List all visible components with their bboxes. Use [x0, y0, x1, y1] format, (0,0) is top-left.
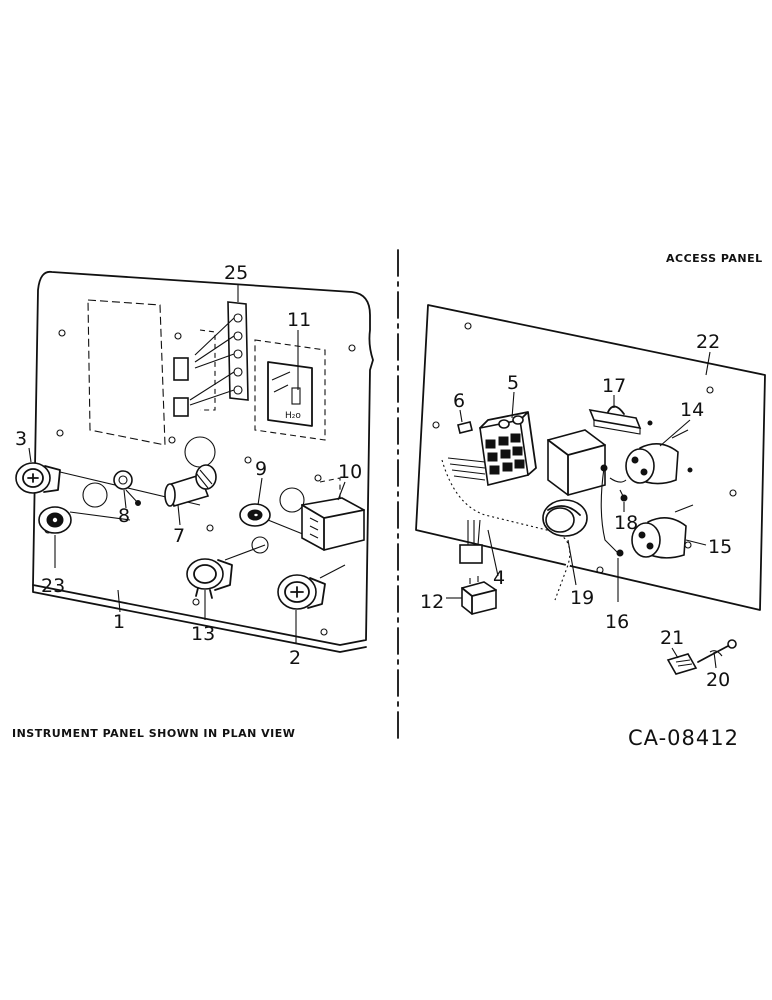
callout-4: 4 — [493, 567, 505, 589]
callout-22: 22 — [696, 331, 720, 353]
callout-8: 8 — [118, 505, 130, 527]
leader-lines — [28, 284, 717, 669]
callout-21: 21 — [660, 627, 684, 649]
gauge-13 — [186, 544, 266, 599]
callout-17: 17 — [602, 375, 626, 397]
callout-14: 14 — [680, 399, 704, 421]
fuse-holder — [666, 639, 737, 675]
callout-10: 10 — [338, 461, 362, 483]
callout-20: 20 — [706, 669, 730, 691]
switch-23 — [38, 506, 131, 534]
callout-1: 1 — [113, 611, 125, 633]
relay-12 — [461, 576, 497, 615]
lamp-8 — [113, 470, 141, 506]
instrument-panel — [32, 270, 374, 653]
callout-11: 11 — [287, 309, 311, 331]
callout-23: 23 — [41, 575, 65, 597]
callout-6: 6 — [453, 390, 465, 412]
terminal-strip — [173, 301, 249, 417]
solenoid-14 — [600, 429, 693, 485]
relay-10 — [301, 477, 365, 551]
wiring-harness — [440, 457, 572, 602]
solenoid-15 — [616, 504, 694, 559]
connector-wires — [600, 467, 628, 554]
callout-25: 25 — [224, 262, 248, 284]
callout-9: 9 — [255, 458, 267, 480]
callout-13: 13 — [191, 623, 215, 645]
decal: H₂o — [254, 339, 326, 441]
bracket-17 — [588, 405, 653, 435]
callout-19: 19 — [570, 587, 594, 609]
figure-caption: INSTRUMENT PANEL SHOWN IN PLAN VIEW — [12, 727, 295, 740]
figure-id: CA-08412 — [628, 726, 739, 750]
callout-15: 15 — [708, 536, 732, 558]
callout-7: 7 — [173, 525, 185, 547]
callouts: 25 11 3 9 10 8 7 23 1 13 2 22 5 17 6 14 … — [15, 262, 732, 691]
clip-6 — [457, 421, 473, 434]
callout-12: 12 — [420, 591, 444, 613]
callout-5: 5 — [507, 372, 519, 394]
callout-18: 18 — [614, 512, 638, 534]
gauge-2 — [277, 564, 346, 610]
access-panel-label: ACCESS PANEL — [666, 252, 763, 265]
relay-box — [547, 429, 606, 496]
callout-16: 16 — [605, 611, 629, 633]
callout-3: 3 — [15, 428, 27, 450]
lighter-7 — [164, 464, 217, 507]
fuse-block — [479, 411, 537, 486]
callout-2: 2 — [289, 647, 301, 669]
switch-19 — [542, 499, 588, 537]
gauge-3 — [15, 462, 201, 506]
decal-text: H₂o — [285, 411, 301, 421]
access-panel — [415, 304, 766, 611]
